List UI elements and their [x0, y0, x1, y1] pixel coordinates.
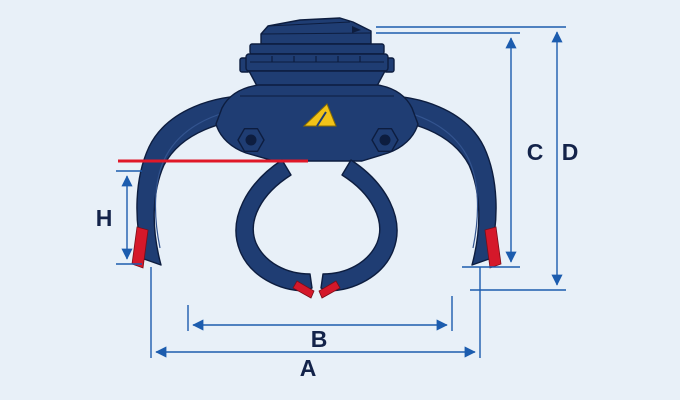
- dimension-label-b: B: [311, 326, 328, 352]
- right-tine-red-tip: [484, 226, 502, 269]
- left-hex-nut-center: [245, 134, 257, 146]
- dimension-lines: [116, 26, 566, 358]
- right-outer-tine: [364, 94, 497, 266]
- dimension-label-h: H: [96, 205, 113, 231]
- suspension-head-seam: [260, 32, 372, 35]
- dimension-label-c: C: [527, 139, 544, 165]
- bottom-left-red-tip: [292, 280, 315, 299]
- suspension-head-detail-line: [267, 21, 351, 27]
- right-inner-tine: [320, 159, 398, 292]
- brand-emblem: [302, 103, 337, 127]
- dimension-label-a: A: [300, 355, 317, 381]
- left-inner-tine: [235, 159, 313, 292]
- right-hex-nut-center: [379, 134, 391, 146]
- rotator-collar: [248, 70, 386, 87]
- brand-emblem-notch: [316, 111, 327, 127]
- dimension-label-d: D: [562, 139, 579, 165]
- grapple-drawing: [136, 17, 497, 292]
- bottom-right-red-tip: [318, 280, 341, 299]
- red-tip-markers: [131, 226, 502, 299]
- left-tine-red-tip: [131, 226, 149, 269]
- rotator-drum-slots: [271, 56, 361, 62]
- rotator-flange-top: [249, 43, 385, 55]
- left-outer-tine: [136, 94, 269, 266]
- brand-emblem-shape: [302, 103, 337, 127]
- suspension-head-mark: [352, 26, 361, 33]
